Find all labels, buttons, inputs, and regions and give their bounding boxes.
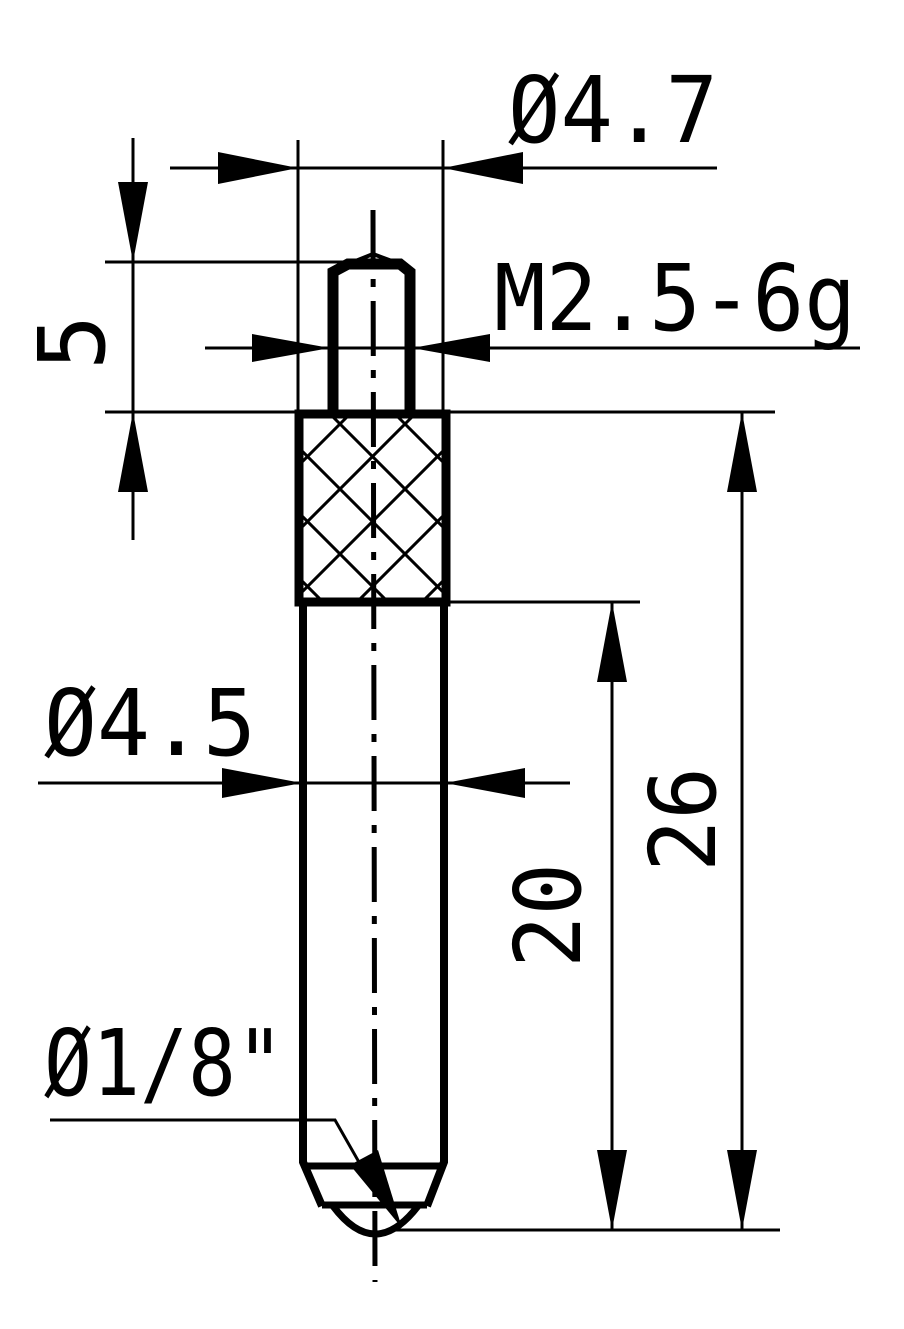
stem-chamfer xyxy=(372,252,401,266)
shaft-diameter-label: Ø4.5 xyxy=(44,670,256,777)
thread-label: M2.5-6g xyxy=(494,245,856,352)
shaft-length-label: 20 xyxy=(495,863,602,968)
thread-stem xyxy=(327,258,416,412)
thread-length-label: 5 xyxy=(19,315,126,370)
knurl-pattern xyxy=(300,414,445,600)
center-line xyxy=(370,209,378,1283)
shaft xyxy=(299,602,448,1208)
ball-diameter-label: Ø1/8" xyxy=(44,1010,284,1117)
knurled-head xyxy=(294,409,451,607)
total-length-label: 26 xyxy=(630,767,737,872)
stem-chamfer xyxy=(347,252,374,266)
ball-tip xyxy=(330,1203,421,1238)
head-diameter-label: Ø4.7 xyxy=(508,57,718,164)
arrowheads xyxy=(118,152,757,1230)
extension-lines xyxy=(105,140,780,1232)
